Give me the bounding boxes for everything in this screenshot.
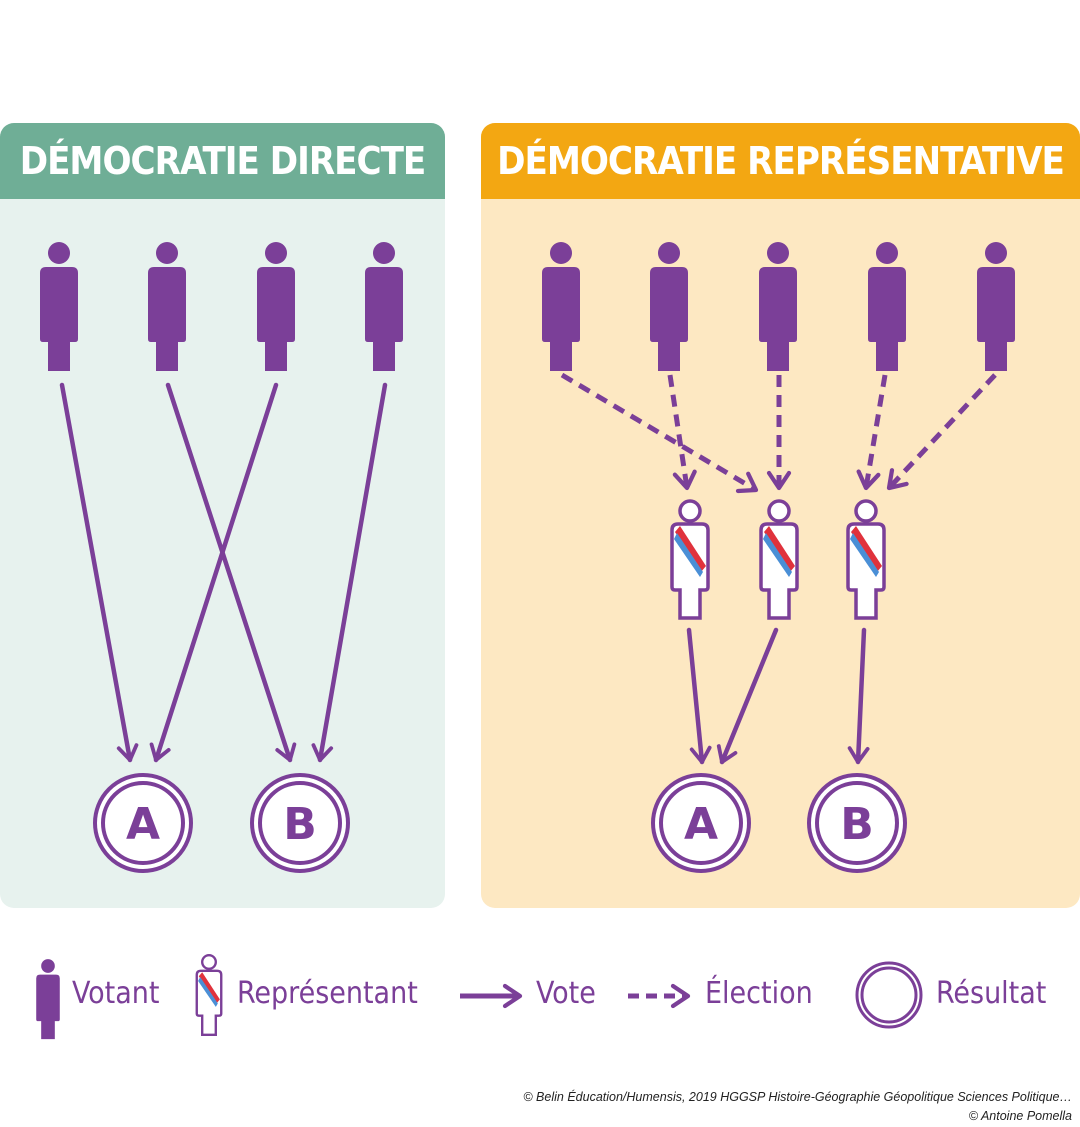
vote-arrow [716,627,779,765]
voter-icon [759,242,797,371]
voter-icon [650,242,688,371]
voter-icon [542,242,580,371]
result-a-circle: A [93,773,193,873]
credit-line-publisher: © Belin Éducation/Humensis, 2019 HGGSP H… [523,1090,1072,1104]
result-a-label: A [684,799,718,850]
legend-voter-icon [36,959,60,1040]
result-b-circle: B [250,773,350,873]
election-arrow [560,372,759,494]
legend-representative-icon [195,954,223,1036]
direct-democracy-title: DÉMOCRATIE DIRECTE [0,123,445,199]
voter-icon [40,242,78,371]
legend-voter-label: Votant [72,976,160,1011]
voter-icon [868,242,906,371]
voter-icon [148,242,186,371]
legend-result-label: Résultat [936,976,1047,1011]
vote-arrow [149,382,279,763]
vote-arrow [686,627,712,765]
voter-icon [365,242,403,371]
election-arrow [856,374,888,491]
direct-democracy-panel: DÉMOCRATIE DIRECTE [0,123,445,908]
result-a-circle: A [651,773,751,873]
legend-vote-label: Vote [536,976,596,1011]
result-b-circle: B [807,773,907,873]
result-b-label: B [840,799,874,850]
representative-democracy-title: DÉMOCRATIE REPRÉSENTATIVE [481,123,1080,199]
vote-arrow [165,382,297,763]
election-arrow [886,373,997,491]
election-arrow [667,374,697,491]
vote-arrow [59,382,139,763]
voter-icon [977,242,1015,371]
legend-election-label: Élection [705,976,813,1011]
vote-arrow [847,627,870,765]
result-b-label: B [283,799,317,850]
credit-line-author: © Antoine Pomella [968,1109,1072,1123]
voter-icon [257,242,295,371]
representative-icon [759,499,799,620]
vote-arrow [311,382,388,763]
legend-representative-label: Représentant [237,976,418,1011]
result-a-label: A [126,799,160,850]
representative-icon [846,499,886,620]
legend-result-icon [855,961,923,1029]
representative-icon [670,499,710,620]
